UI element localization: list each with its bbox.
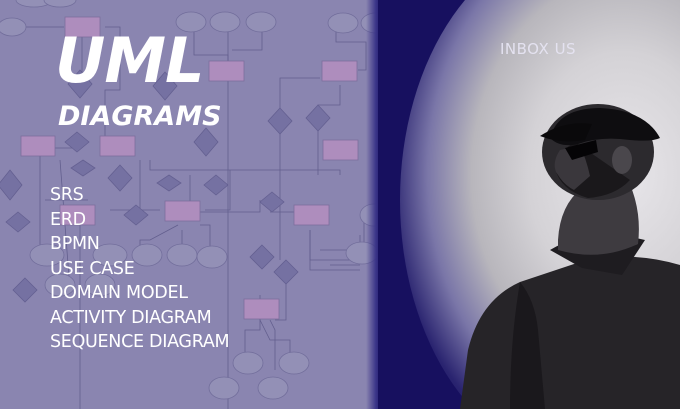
services-list: SRS ERD BPMN USE CASE DOMAIN MODEL ACTIV… [50,183,230,355]
service-item-bpmn: BPMN [50,234,100,254]
panel-edge-gradient [366,0,378,409]
service-item-srs: SRS [50,185,84,205]
erd-background-diagram [0,0,378,409]
inbox-us-label: INBOX US [500,40,577,58]
service-item-activity-diagram: ACTIVITY DIAGRAM [50,307,212,328]
person-photo [460,104,680,409]
service-item-sequence-diagram: SEQUENCE DIAGRAM [50,332,230,352]
photo-area [360,0,680,409]
service-item-use-case: USE CASE [50,258,135,279]
diagram-panel: UML DIAGRAMS SRS ERD BPMN USE CASE DOMAI… [0,0,378,409]
service-item-erd: ERD [50,209,86,230]
title-diagrams: DIAGRAMS [58,101,222,132]
service-item-domain-model: DOMAIN MODEL [50,283,188,303]
title-uml: UML [55,24,205,97]
